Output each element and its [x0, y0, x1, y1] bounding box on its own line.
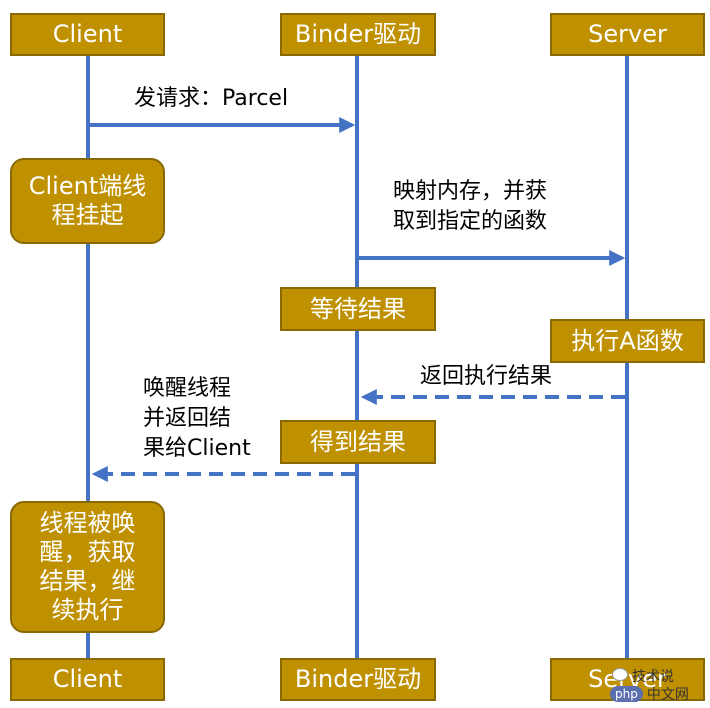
- watermark-bottom-text: 中文网: [646, 687, 689, 703]
- chat-bubble-icon: [612, 668, 628, 681]
- php-badge: php: [610, 686, 643, 702]
- wake-thread-line-2: 并返回结: [143, 406, 232, 431]
- client-resume-line-1: 线程被唤: [39, 509, 136, 538]
- wait-result-box: 等待结果: [280, 287, 436, 331]
- watermark: 技术说 php 中文网: [610, 664, 706, 704]
- client-suspend-line-2: 程挂起: [51, 201, 124, 229]
- watermark-top-text: 技术说: [632, 669, 674, 685]
- get-result-box: 得到结果: [280, 420, 436, 464]
- client-suspend-box: Client端线 程挂起: [10, 158, 165, 244]
- server-header: Server: [550, 13, 705, 56]
- binder-footer: Binder驱动: [280, 658, 436, 701]
- wake-thread-line-3: 果给Client: [143, 436, 251, 461]
- map-memory-line-1: 映射内存，并获: [393, 179, 548, 204]
- wake-thread-label: 唤醒线程 并返回结 果给Client: [143, 374, 251, 464]
- client-suspend-line-1: Client端线: [28, 172, 147, 201]
- client-resume-line-3: 结果，继: [39, 567, 136, 595]
- send-request-label: 发请求：Parcel: [134, 86, 289, 111]
- client-resume-line-4: 续执行: [51, 595, 124, 624]
- map-memory-label: 映射内存，并获 取到指定的函数: [393, 177, 547, 237]
- wake-thread-line-1: 唤醒线程: [143, 376, 232, 401]
- client-resume-line-2: 醒，获取: [39, 538, 136, 567]
- map-memory-line-2: 取到指定的函数: [393, 209, 548, 234]
- binder-header: Binder驱动: [280, 13, 436, 56]
- client-footer: Client: [10, 658, 165, 701]
- watermark-bottom: php 中文网: [610, 684, 689, 704]
- client-resume-box: 线程被唤 醒，获取 结果，继 续执行: [10, 501, 165, 633]
- return-result-label: 返回执行结果: [420, 364, 553, 389]
- client-header: Client: [10, 13, 165, 56]
- execute-a-box: 执行A函数: [550, 319, 705, 363]
